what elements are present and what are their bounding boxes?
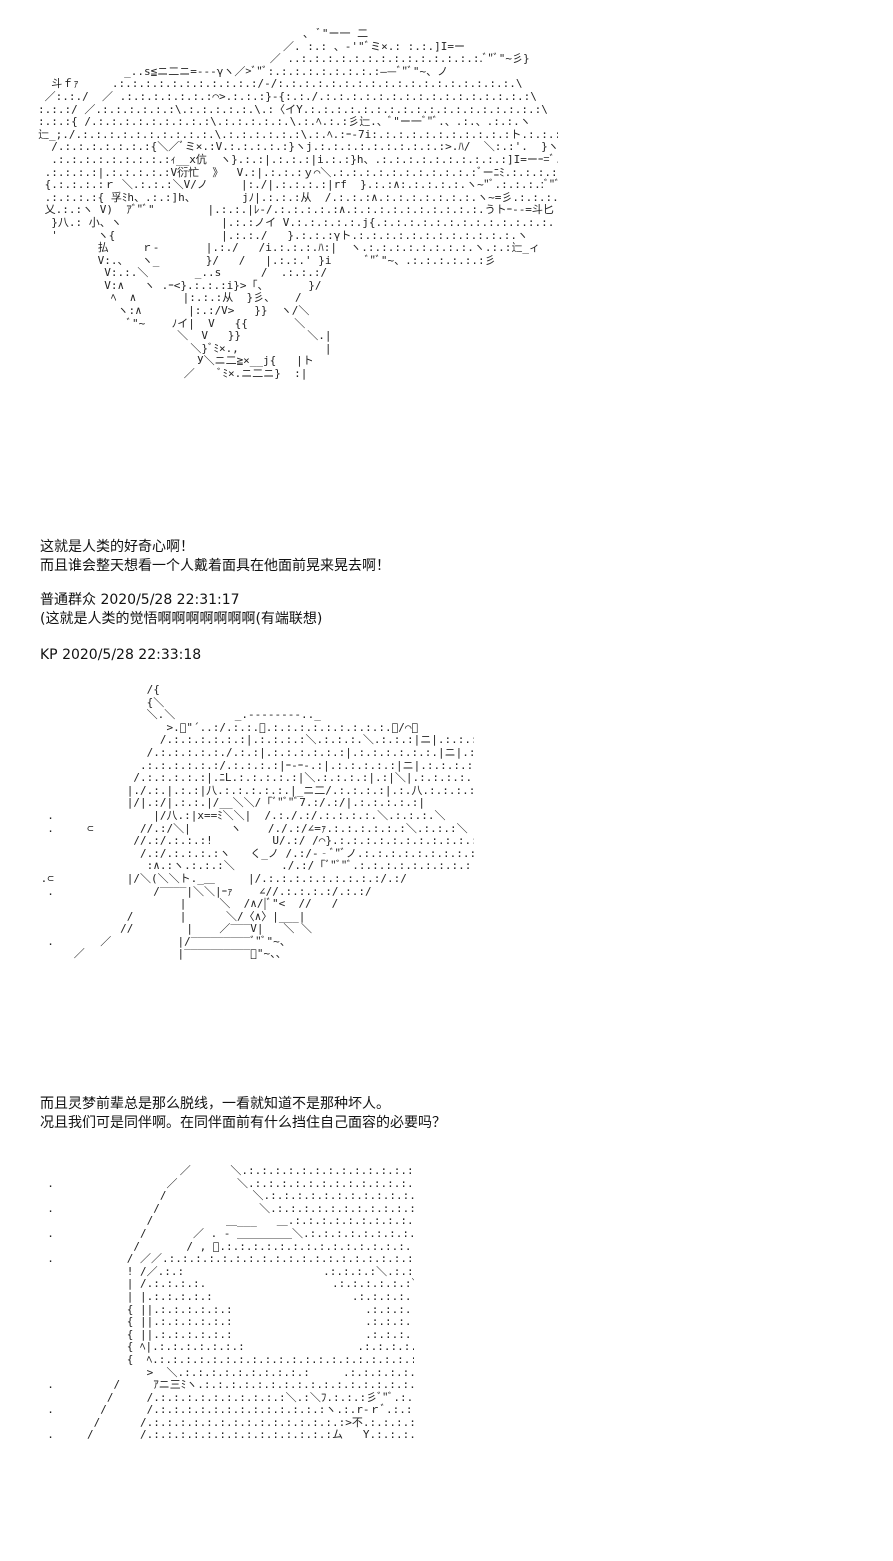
dialogue-block-2: 而且灵梦前辈总是那么脱线，一看就知道不是那种坏人。 况且我们可是同伴啊。在同伴面…	[40, 1095, 446, 1133]
dialogue-line: 况且我们可是同伴啊。在同伴面前有什么挡住自己面容的必要吗？	[40, 1115, 446, 1131]
kp-header-block: KP 2020/5/28 22:33:18	[40, 646, 201, 665]
comment-text: (这就是人类的觉悟啊啊啊啊啊啊啊(有端联想)	[40, 611, 323, 627]
ascii-art-character-2: /{ {＼ ＼.＼ _.--------.._ >.ﾞ"´..:/.:.:.＼.…	[40, 684, 474, 961]
comment-author-timestamp: 普通群众 2020/5/28 22:31:17	[40, 592, 240, 608]
dialogue-line: 这就是人类的好奇心啊！	[40, 539, 194, 555]
ascii-art-character-1: 、 ﾞ"ー一 二 ／. :.: 、-'"ﾞミ×.: :.:.]I=ー ／ ..:…	[38, 28, 558, 381]
kp-author-timestamp: KP 2020/5/28 22:33:18	[40, 647, 202, 663]
comment-block: 普通群众 2020/5/28 22:31:17 (这就是人类的觉悟啊啊啊啊啊啊啊…	[40, 591, 322, 629]
dialogue-line: 而且灵梦前辈总是那么脱线，一看就知道不是那种坏人。	[40, 1096, 390, 1112]
dialogue-block-1: 这就是人类的好奇心啊！ 而且谁会整天想看一个人戴着面具在他面前晃来晃去啊！	[40, 538, 390, 576]
ascii-art-character-3: ／ ＼.:.:.:.:.:.:.:.:.:.:.:.:.: . ／ ＼.:.:.…	[47, 1165, 414, 1442]
dialogue-line: 而且谁会整天想看一个人戴着面具在他面前晃来晃去啊！	[40, 558, 390, 574]
